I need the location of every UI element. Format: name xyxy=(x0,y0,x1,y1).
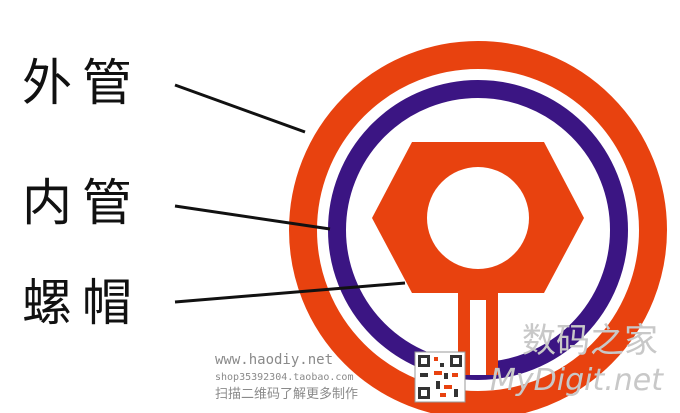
outer-pipe-label: 外管 xyxy=(22,54,142,112)
inner-pipe-leader-line xyxy=(174,204,331,231)
watermark-shop: shop35392304.taobao.com xyxy=(215,372,353,383)
outer-pipe-leader-line xyxy=(174,83,306,134)
watermark-brand-en: MyDigit.net xyxy=(490,363,664,398)
qr-code-icon xyxy=(414,351,466,403)
nut-label: 螺帽 xyxy=(22,274,142,332)
watermark-brand-cn: 数码之家 xyxy=(522,321,658,361)
nut-leader-line xyxy=(174,281,406,304)
watermark-site: www.haodiy.net xyxy=(215,352,333,368)
nut-stem-slot xyxy=(470,300,486,375)
watermark-scan-text: 扫描二维码了解更多制作 xyxy=(215,386,358,402)
outer-pipe-ring xyxy=(289,41,667,413)
inner-pipe-label: 内管 xyxy=(22,174,142,232)
nut-hole xyxy=(427,167,529,269)
